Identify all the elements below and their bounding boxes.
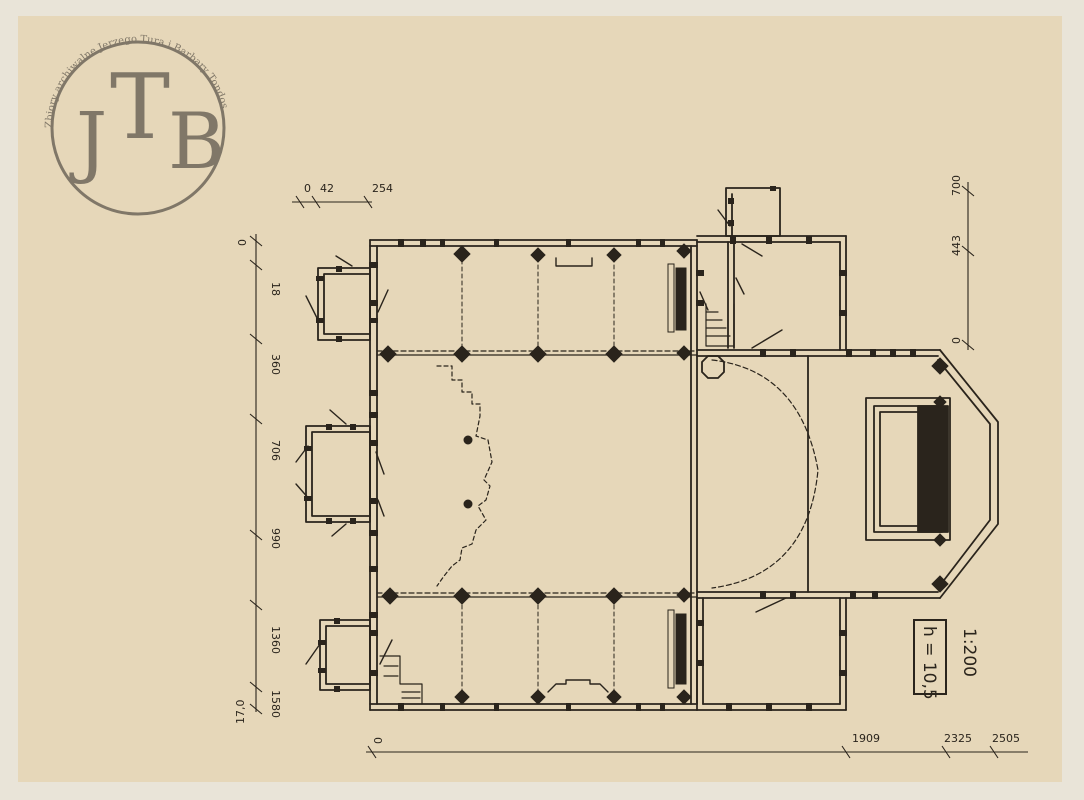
dim-left-1580: 1580 <box>269 690 282 718</box>
octagonal-pillar <box>701 355 725 379</box>
dim-left-706: 706 <box>269 440 282 461</box>
dim-right-443: 443 <box>950 235 963 256</box>
dim-left-0: 0 <box>236 239 249 246</box>
dim-bottom-2325: 2325 <box>944 732 972 745</box>
column-axes <box>461 252 615 697</box>
height-annotation: h = 10,5 <box>913 619 947 700</box>
watermark-letter-t: T <box>110 55 170 160</box>
north-niche <box>555 257 593 267</box>
scale-label: 1:200 <box>959 628 979 677</box>
west-annex-middle <box>305 425 371 523</box>
dim-left-18: 18 <box>269 282 282 296</box>
columns <box>379 243 949 705</box>
south-niche <box>547 679 609 693</box>
dim-left-17: 17,0 <box>234 700 247 725</box>
apse-arch <box>711 359 819 589</box>
dim-top-42: 42 <box>320 182 334 195</box>
watermark-letter-b: B <box>168 97 225 187</box>
dim-bottom-1909: 1909 <box>852 732 880 745</box>
sanctuary-walls <box>696 349 999 599</box>
height-label: h = 10,5 <box>919 626 939 700</box>
dimension-lines <box>249 182 1028 759</box>
dim-right-700: 700 <box>950 175 963 196</box>
bimah-outline <box>436 365 493 587</box>
staircase-south <box>379 655 423 705</box>
west-annex-lower <box>319 619 371 691</box>
dim-right-0: 0 <box>950 337 963 344</box>
watermark-letter-j: J <box>69 97 107 187</box>
ark-platform <box>865 397 951 541</box>
dim-bottom-2505: 2505 <box>992 732 1020 745</box>
paper-sheet <box>18 16 1062 782</box>
staircase-north <box>705 303 735 347</box>
dim-top-0: 0 <box>304 182 311 195</box>
dim-left-990: 990 <box>269 528 282 549</box>
dim-left-1360: 1360 <box>269 626 282 654</box>
wall-posts <box>304 186 916 711</box>
dimension-labels: 0 42 254 0 18 360 706 990 1360 1580 17,0… <box>234 175 1020 745</box>
dim-bottom-0: 0 <box>372 737 385 744</box>
door-swings <box>295 209 787 665</box>
dim-left-360: 360 <box>269 354 282 375</box>
dim-top-254: 254 <box>372 182 393 195</box>
